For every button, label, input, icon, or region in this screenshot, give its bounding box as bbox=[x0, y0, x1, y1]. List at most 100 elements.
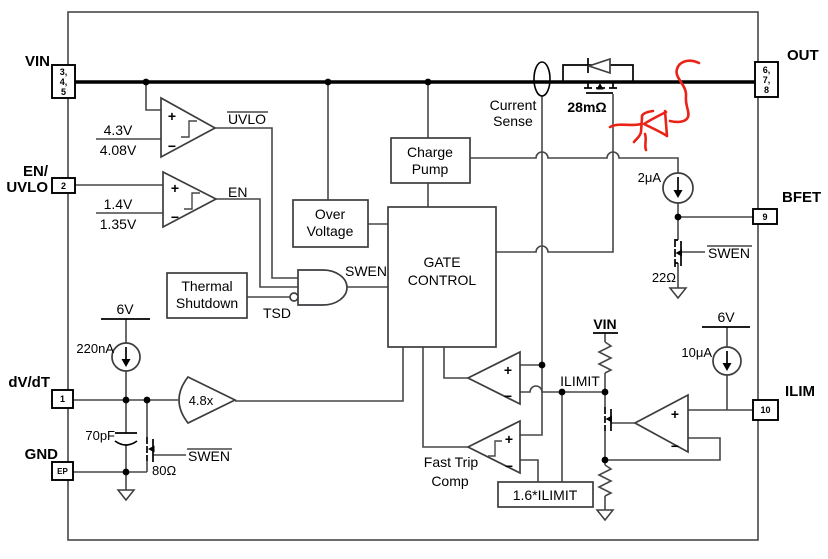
en-threshold-low: 1.35V bbox=[100, 216, 137, 232]
bfet-fet-resistance: 22Ω bbox=[652, 270, 676, 285]
arrow-down-icon bbox=[722, 363, 732, 371]
pin-en-uvlo-number: 2 bbox=[61, 181, 66, 191]
swen-bar-bfet-label: SWEN bbox=[708, 245, 750, 261]
supply-6v-left-label: 6V bbox=[116, 301, 134, 317]
arrow-down-icon bbox=[673, 190, 683, 198]
ilim-minus: − bbox=[671, 438, 679, 454]
red-cathode-bar bbox=[632, 109, 655, 144]
bfet-pulldown-fet: SWEN 22Ω bbox=[652, 239, 752, 285]
tsd-signal-label: TSD bbox=[263, 305, 291, 321]
pin-gnd-number: EP bbox=[57, 467, 68, 476]
uvlo-minus: − bbox=[168, 138, 176, 154]
pin-en-uvlo: 2 EN/ UVLO bbox=[6, 163, 76, 196]
uvlo-plus: + bbox=[168, 108, 176, 124]
pass-fet bbox=[562, 57, 634, 94]
dvdt-gain-label: 4.8x bbox=[189, 393, 214, 408]
over-voltage-label-1: Over bbox=[315, 206, 346, 222]
fet-arrow-icon bbox=[596, 83, 604, 90]
ilim-amplifier: + − bbox=[633, 393, 689, 454]
pin-out-number-3: 8 bbox=[764, 85, 769, 95]
arrow-down-icon bbox=[121, 359, 131, 367]
pin-vin-number-1: 3, bbox=[60, 67, 68, 77]
gate-control-label-1: GATE bbox=[423, 254, 460, 270]
charge-pump-label-2: Pump bbox=[412, 161, 449, 177]
ic-boundary bbox=[67, 11, 759, 541]
charge-pump-block: Charge Pump bbox=[390, 137, 471, 184]
dvdt-current-label: 220nA bbox=[76, 341, 114, 356]
fet-arrow-icon bbox=[605, 415, 612, 423]
resistor-icon bbox=[597, 341, 613, 374]
dvdt-cap-label: 70pF bbox=[85, 428, 115, 443]
fet-arrow-icon bbox=[675, 249, 682, 257]
red-tail bbox=[643, 132, 648, 152]
current-limit-comparator: + − bbox=[466, 350, 521, 406]
red-diode-annotation bbox=[608, 59, 701, 152]
uvlo-comparator: + − 4.3V 4.08V UVLO bbox=[100, 96, 268, 159]
pin-bfet-number: 9 bbox=[762, 212, 767, 222]
ilimit-reference-label: 1.6*ILIMIT bbox=[513, 487, 578, 503]
pin-bfet-label: BFET bbox=[782, 189, 821, 206]
gate-control-label-2: CONTROL bbox=[408, 272, 477, 288]
uvlo-threshold-high: 4.3V bbox=[104, 122, 133, 138]
hysteresis-icon bbox=[488, 440, 502, 457]
thermal-shutdown-block: Thermal Shutdown bbox=[166, 272, 248, 319]
en-signal-label: EN bbox=[228, 184, 247, 200]
pin-out-label: OUT bbox=[787, 47, 819, 64]
pin-out-number-1: 6, bbox=[763, 65, 771, 75]
en-plus: + bbox=[171, 180, 179, 196]
pin-en-uvlo-label-2: UVLO bbox=[6, 179, 48, 196]
fast-trip-comparator: + − Fast Trip Comp bbox=[424, 419, 521, 489]
current-sense-probe-icon bbox=[533, 61, 551, 97]
uvlo-threshold-low: 4.08V bbox=[100, 142, 137, 158]
ft-minus: − bbox=[505, 458, 513, 474]
pin-out: 6, 7, 8 OUT bbox=[754, 47, 819, 98]
dvdt-discharge-fet: SWEN 80Ω bbox=[146, 437, 232, 478]
resistor-icon bbox=[597, 464, 613, 497]
dvdt-fet-resistance: 80Ω bbox=[152, 463, 176, 478]
ilim-current-source: 10μA 6V bbox=[681, 309, 742, 376]
pin-dvdt-label: dV/dT bbox=[8, 374, 50, 391]
bfet-current-source: 2μA bbox=[638, 170, 694, 204]
junction-dots bbox=[122, 78, 682, 476]
over-voltage-label-2: Voltage bbox=[307, 223, 354, 239]
enable-comparator: + − 1.4V 1.35V EN bbox=[100, 170, 247, 232]
en-threshold-high: 1.4V bbox=[104, 196, 133, 212]
pin-out-number-2: 7, bbox=[763, 75, 771, 85]
red-diode-triangle bbox=[642, 109, 669, 138]
supply-6v-right-label: 6V bbox=[717, 309, 735, 325]
ground-icon bbox=[116, 489, 136, 502]
ground-icons bbox=[116, 287, 688, 522]
current-sense-label-1: Current bbox=[490, 97, 537, 113]
vin-supply-label: VIN bbox=[593, 316, 616, 332]
swen-and-gate: SWEN TSD bbox=[263, 263, 387, 321]
red-lead-left bbox=[608, 122, 643, 129]
dvdt-gain-amplifier: 4.8x bbox=[178, 375, 237, 425]
ft-plus: + bbox=[505, 431, 513, 447]
fast-trip-label-2: Comp bbox=[431, 473, 469, 489]
ilim-plus: + bbox=[671, 406, 679, 422]
current-sense-label-2: Sense bbox=[493, 113, 533, 129]
pin-vin-number-2: 4, bbox=[60, 77, 68, 87]
pin-bfet: 9 BFET bbox=[752, 189, 821, 225]
pin-gnd-label: GND bbox=[25, 446, 59, 463]
dvdt-current-source: 220nA 6V bbox=[76, 301, 141, 372]
cl-plus: + bbox=[504, 362, 512, 378]
swen-bar-dvdt-label: SWEN bbox=[188, 448, 230, 464]
pin-gnd: EP GND bbox=[25, 446, 74, 481]
thermal-shutdown-label-2: Shutdown bbox=[176, 295, 238, 311]
ilimit-reference-block: 1.6*ILIMIT bbox=[497, 481, 594, 508]
fet-arrow-icon bbox=[148, 445, 155, 453]
pin-vin-label: VIN bbox=[25, 53, 50, 70]
body-diode-icon bbox=[586, 57, 611, 75]
cl-minus: − bbox=[504, 388, 512, 404]
over-voltage-block: Over Voltage bbox=[292, 199, 369, 248]
pass-fet-resistance: 28mΩ bbox=[567, 99, 606, 115]
pin-vin: 3, 4, 5 VIN bbox=[25, 53, 76, 99]
fast-trip-label-1: Fast Trip bbox=[424, 454, 479, 470]
pin-ilim-label: ILIM bbox=[785, 383, 815, 400]
dvdt-capacitor: 70pF bbox=[85, 428, 138, 446]
ilimit-network: VIN ILIMIT bbox=[560, 316, 617, 497]
pin-dvdt: 1 dV/dT bbox=[8, 374, 74, 409]
